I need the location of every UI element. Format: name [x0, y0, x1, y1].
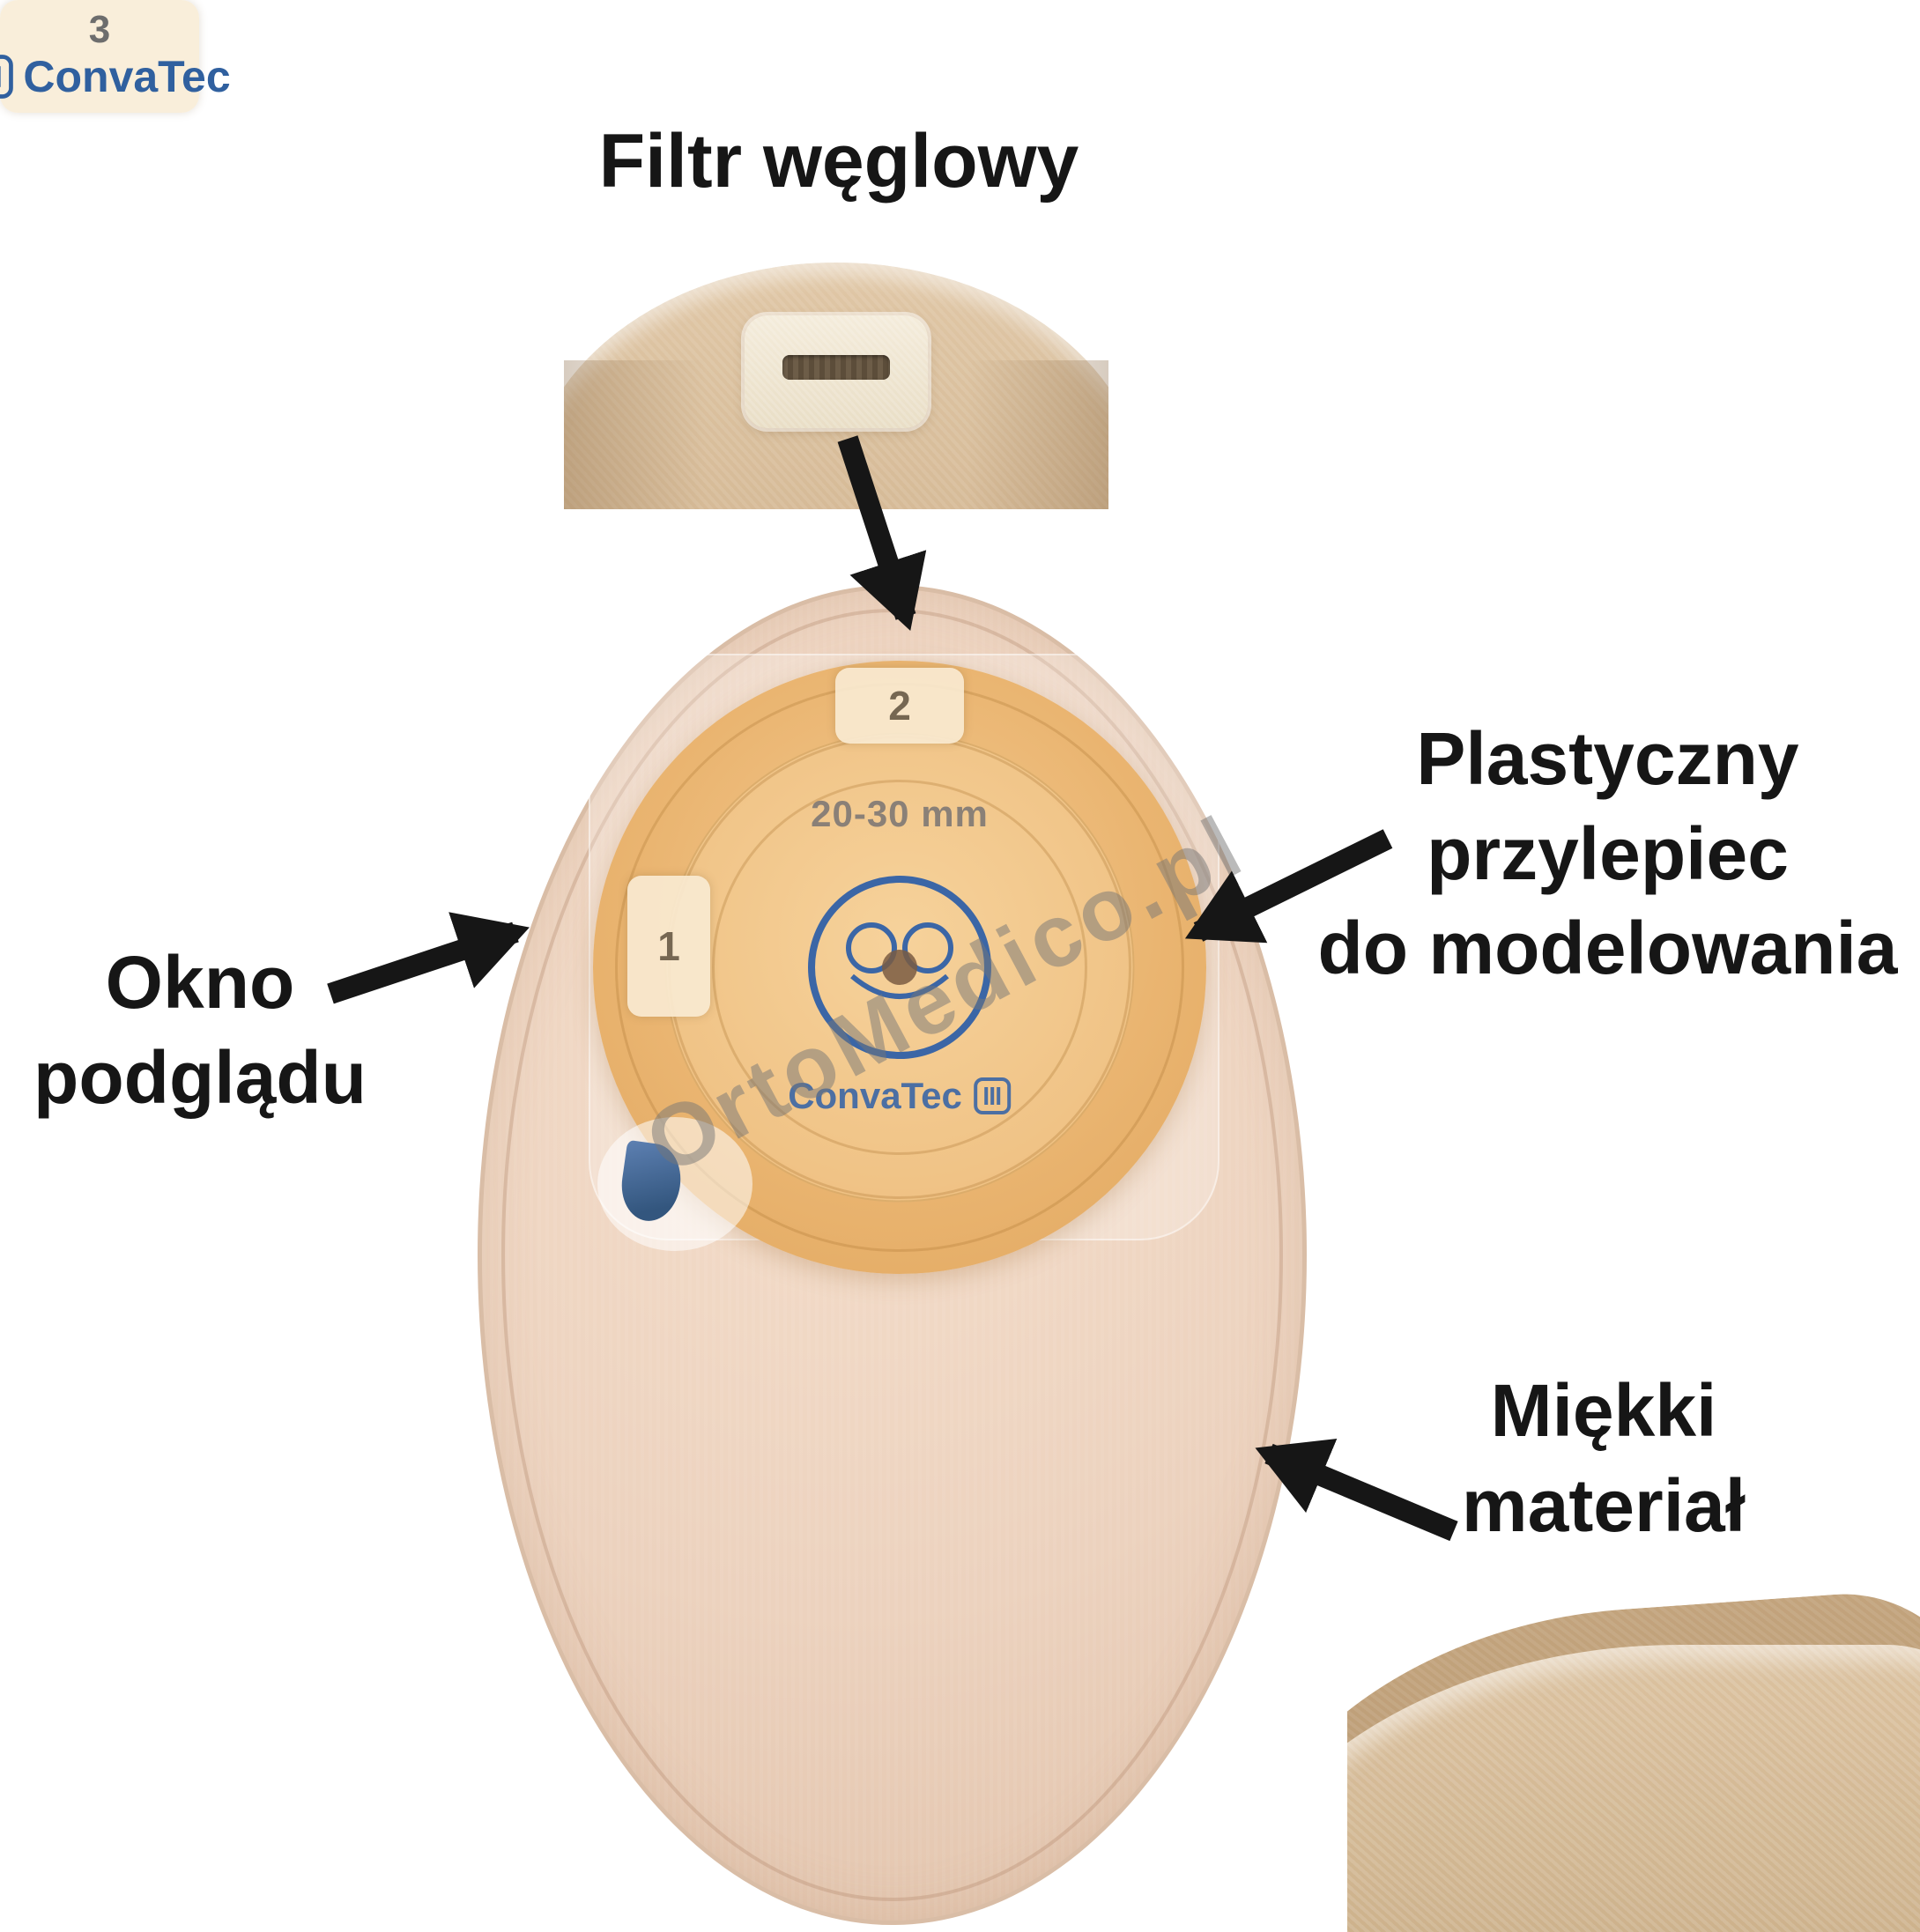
baseplate-guide-ring [712, 780, 1087, 1155]
plate-brand-mark: ConvaTec [788, 1075, 1012, 1117]
bottom-brand-mark: ConvaTec [0, 51, 231, 102]
moldable-baseplate: 20-30 mm ConvaTec [593, 661, 1206, 1274]
soft-material-closeup-photo [1347, 1564, 1920, 1932]
fabric-layer-front [1347, 1644, 1920, 1932]
label-moldable-adhesive-line2: przylepiec [1427, 811, 1789, 895]
tab-3-number: 3 [88, 8, 111, 51]
label-soft-material: Miękki materiał [1383, 1364, 1824, 1553]
convatec-logo-icon [973, 1077, 1011, 1114]
bottom-brand-text: ConvaTec [23, 52, 231, 101]
label-viewing-window-line1: Okno [105, 941, 295, 1024]
label-moldable-adhesive: Plastyczny przylepiec do modelowania [1295, 712, 1920, 996]
tab-1: 1 [627, 876, 710, 1017]
label-carbon-filter: Filtr węglowy [598, 119, 1079, 204]
label-soft-material-line2: materiał [1461, 1463, 1746, 1547]
tab-2: 2 [835, 668, 964, 744]
label-viewing-window-line2: podglądu [33, 1035, 367, 1119]
label-viewing-window: Okno podglądu [24, 936, 376, 1125]
label-moldable-adhesive-line3: do modelowania [1317, 907, 1898, 990]
tab-2-number: 2 [888, 683, 911, 729]
carbon-filter-vent [782, 354, 890, 380]
carbon-filter-patch [745, 315, 928, 428]
convatec-logo-icon [0, 55, 14, 99]
label-moldable-adhesive-line1: Plastyczny [1416, 717, 1799, 800]
plate-brand-text: ConvaTec [788, 1075, 962, 1116]
filter-closeup-photo [564, 238, 1108, 509]
size-range-label: 20-30 mm [811, 793, 989, 834]
label-soft-material-line1: Miękki [1490, 1369, 1717, 1452]
tab-1-number: 1 [657, 923, 680, 969]
stoma-opening-diagram-icon [808, 876, 991, 1059]
tab-3: 3 ConvaTec [0, 0, 231, 113]
